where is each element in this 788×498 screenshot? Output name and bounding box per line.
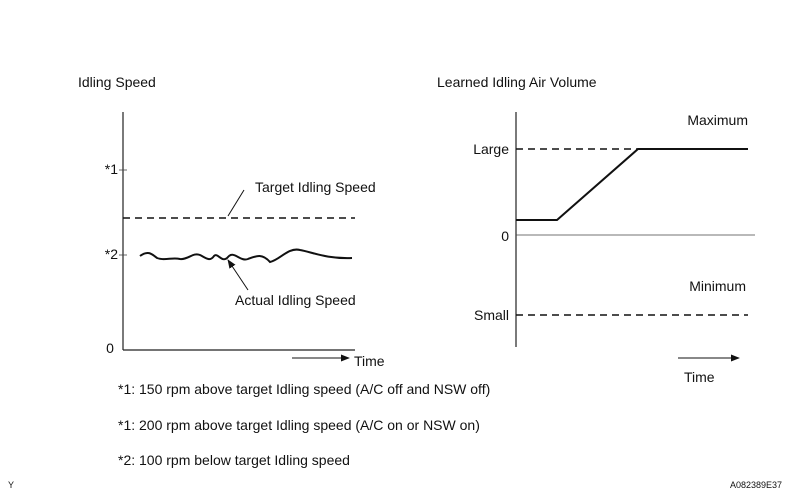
figure-id: A082389E37 — [730, 480, 782, 490]
note-1: *1: 150 rpm above target Idling speed (A… — [118, 381, 490, 397]
right-tick-large: Large — [473, 141, 509, 157]
note-3: *2: 100 rpm below target Idling speed — [118, 452, 350, 468]
left-time-label: Time — [354, 353, 385, 369]
right-tick-small: Small — [474, 307, 509, 323]
note-2: *1: 200 rpm above target Idling speed (A… — [118, 417, 480, 433]
minimum-label: Minimum — [689, 278, 746, 294]
left-tick-zero: 0 — [106, 340, 114, 356]
actual-idling-speed-curve — [139, 248, 353, 264]
target-label-leader — [227, 189, 245, 217]
actual-idling-speed-label: Actual Idling Speed — [235, 292, 356, 308]
maximum-label: Maximum — [687, 112, 748, 128]
left-tick-level2: *2 — [105, 246, 118, 262]
target-idling-speed-label: Target Idling Speed — [255, 179, 376, 195]
left-chart-title: Idling Speed — [78, 74, 156, 90]
left-tick-level1: *1 — [105, 161, 118, 177]
learned-air-volume-curve — [516, 148, 748, 221]
right-time-label: Time — [684, 369, 715, 385]
corner-mark: Y — [8, 480, 14, 490]
right-chart-title: Learned Idling Air Volume — [437, 74, 597, 90]
right-tick-zero: 0 — [501, 228, 509, 244]
actual-label-arrow — [227, 259, 249, 291]
